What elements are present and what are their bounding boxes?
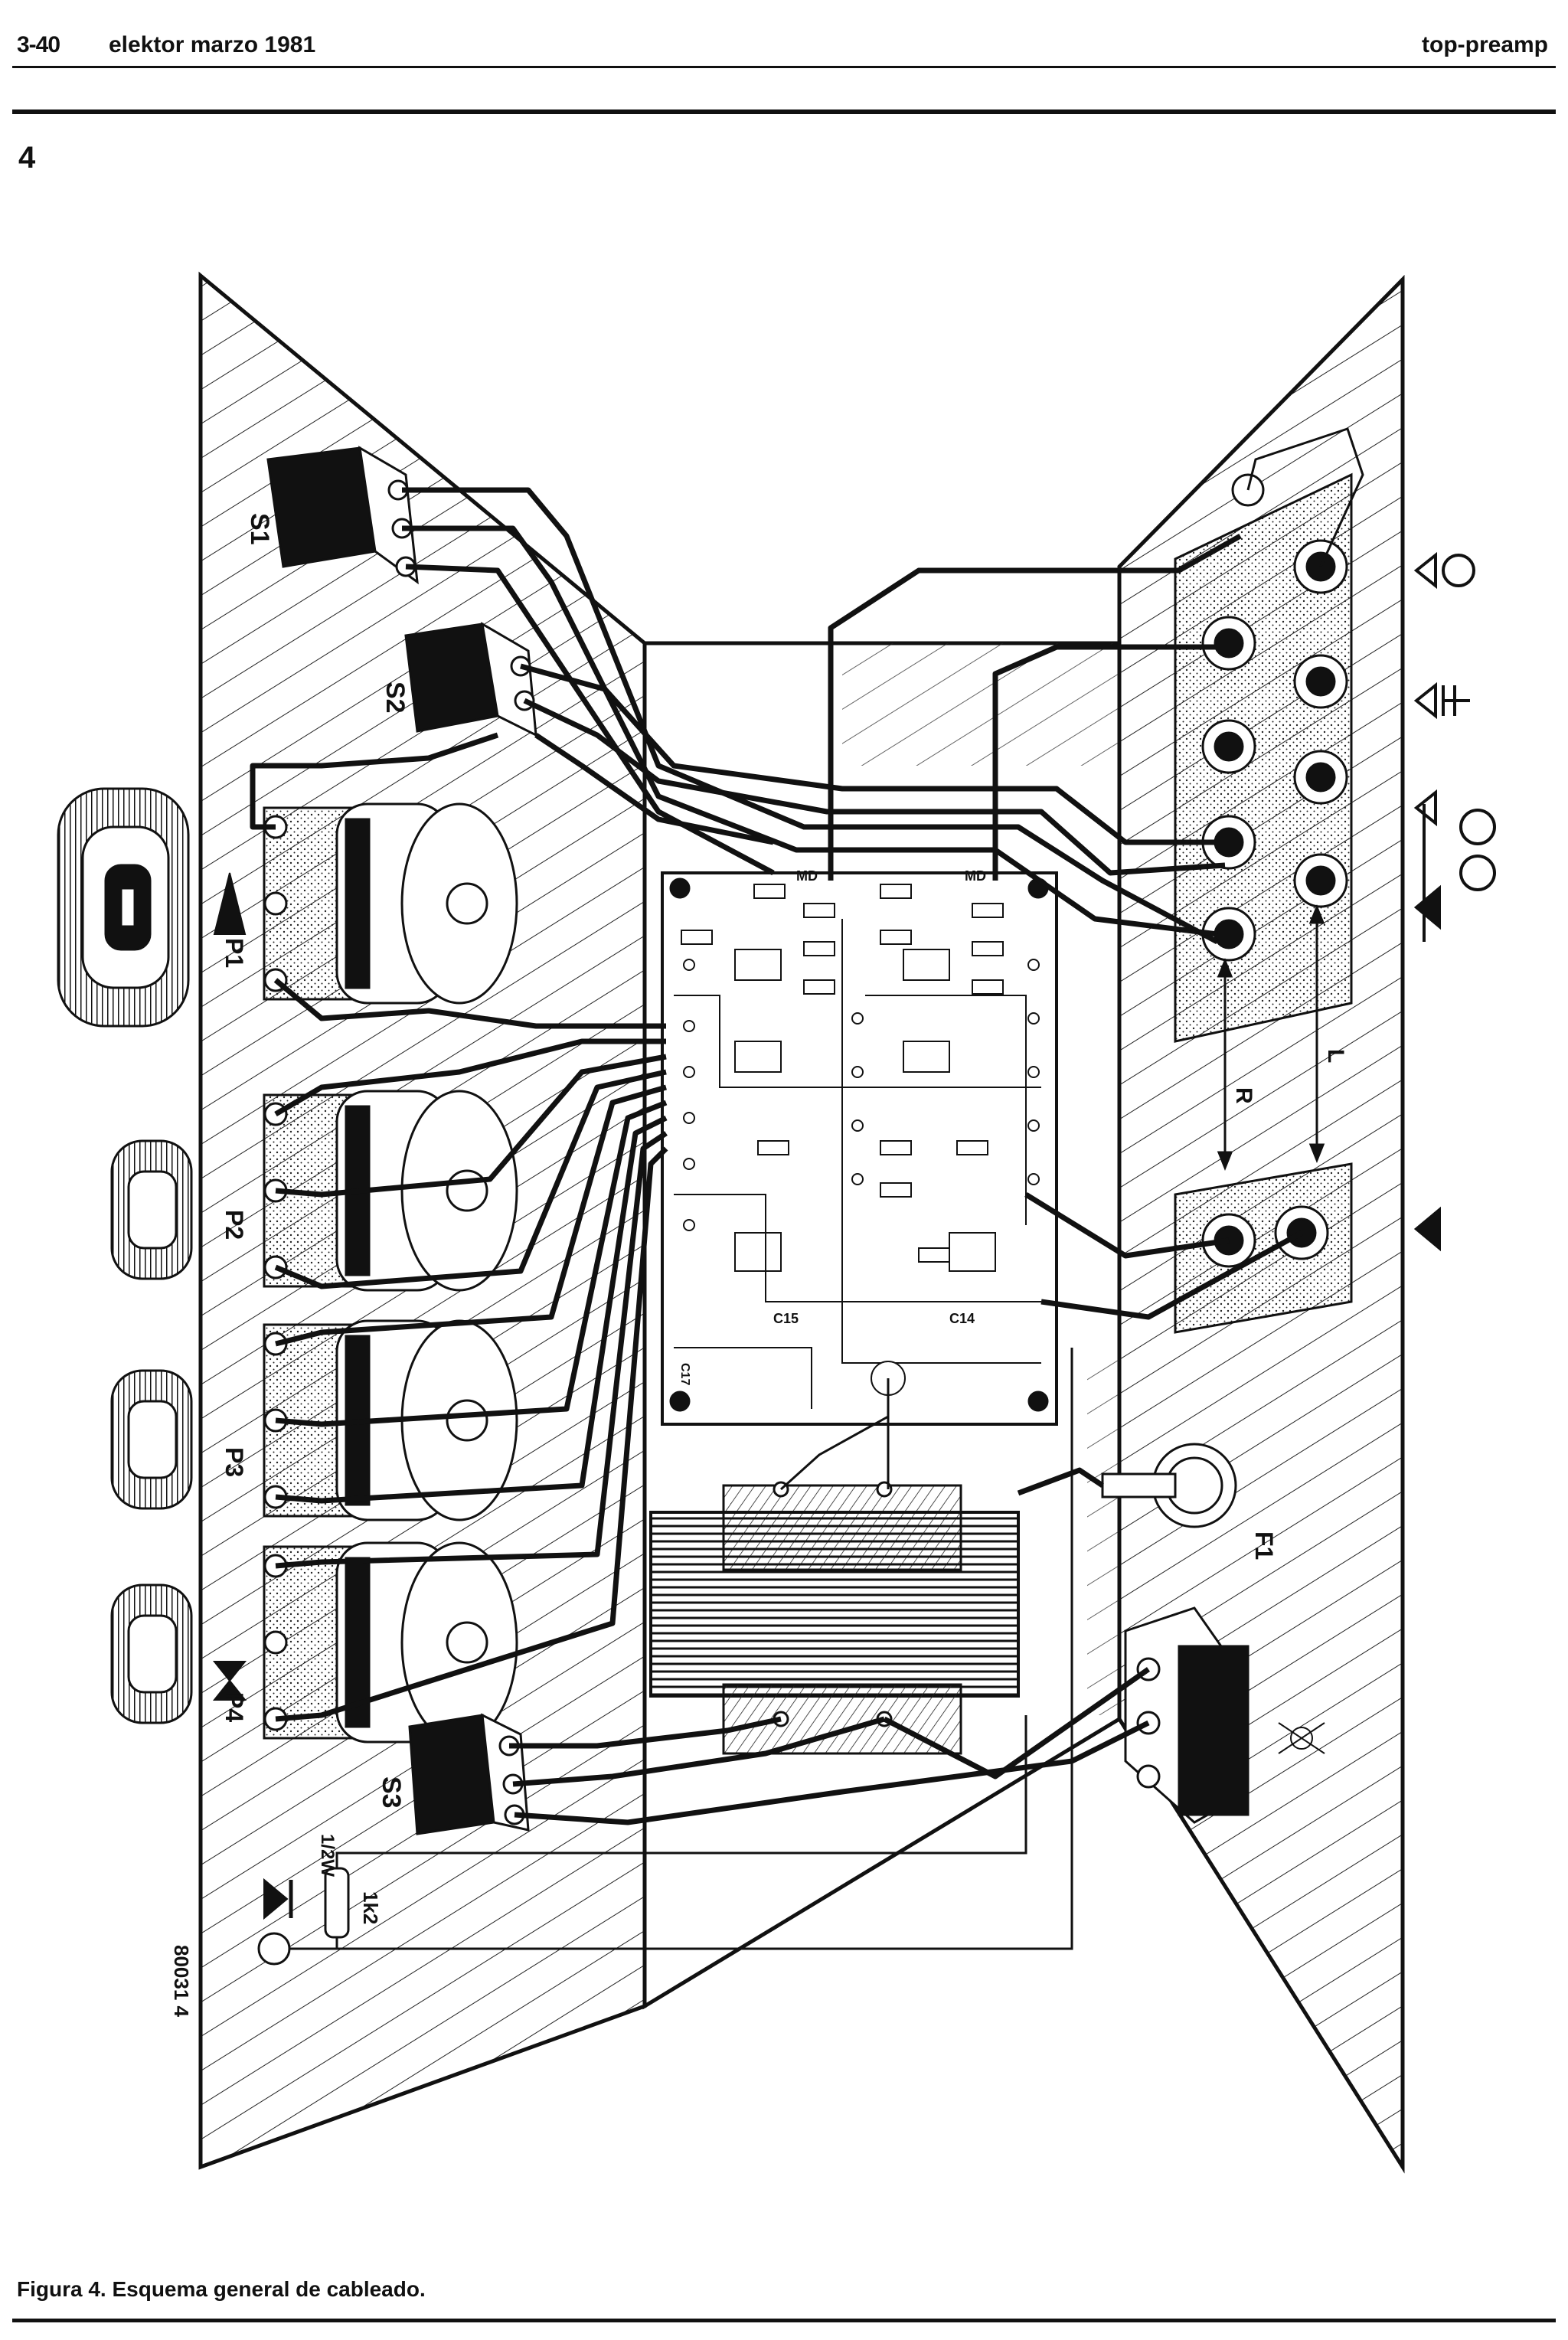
journal-title: elektor marzo 1981	[109, 32, 316, 57]
transformer	[649, 1481, 1020, 1755]
label-p1: P1	[220, 938, 248, 968]
label-s2: S2	[381, 681, 410, 714]
balance-icon	[212, 1661, 247, 1682]
label-p4: P4	[220, 1692, 248, 1722]
led-diode-icon	[263, 1878, 289, 1920]
potentiometer-p4	[263, 1541, 518, 1744]
output-symbol-icon	[1413, 884, 1441, 1252]
component-labels: S1 S2 S3 P1 P2 P3 P4 F1 R L 1k2 1/2W MD …	[170, 513, 1348, 2018]
label-s3: S3	[377, 1776, 406, 1809]
label-f1: F1	[1250, 1531, 1278, 1560]
front-knobs	[57, 787, 193, 1724]
section-title: top-preamp	[1422, 32, 1548, 57]
footer-rule	[12, 2319, 1556, 2322]
potentiometer-p1	[263, 802, 518, 1005]
pot-symbols	[212, 872, 1325, 1920]
wiring	[250, 487, 1303, 1825]
figure-caption: Figura 4. Esquema general de cableado.	[17, 2277, 426, 2301]
label-md-right: MD	[965, 868, 986, 884]
header-rule-thick	[12, 109, 1556, 114]
label-r: R	[1231, 1087, 1256, 1104]
figure-number: 4	[18, 141, 36, 175]
label-wattage: 1/2W	[317, 1834, 338, 1877]
channel-arrows	[1217, 904, 1325, 1172]
volume-wedge-icon	[213, 872, 247, 935]
headphone-symbol-icon	[1413, 551, 1475, 590]
label-s1: S1	[245, 513, 274, 545]
circuit-board	[661, 871, 1058, 1426]
switch-s3	[408, 1713, 530, 1835]
label-l: L	[1323, 1049, 1348, 1063]
rear-symbols	[1413, 551, 1496, 1252]
tape-symbol-icon	[1413, 789, 1496, 942]
label-c17: C17	[678, 1363, 691, 1385]
label-resistor: 1k2	[359, 1891, 382, 1924]
tuner-symbol-icon	[1413, 681, 1470, 720]
label-c15: C15	[773, 1311, 799, 1326]
header-rule	[12, 66, 1556, 68]
potentiometer-p3	[263, 1319, 518, 1521]
label-p2: P2	[220, 1210, 248, 1240]
label-md-left: MD	[796, 868, 818, 884]
label-c14: C14	[949, 1311, 975, 1326]
floor-hatching	[842, 643, 1118, 1715]
thin-wiring	[337, 427, 1364, 1950]
page-number: 3-40	[17, 32, 60, 57]
label-p3: P3	[220, 1447, 248, 1477]
fuse-and-mains	[1101, 1443, 1250, 1824]
rear-sockets	[1174, 472, 1353, 1334]
figure-code: 80031 4	[170, 1945, 193, 2018]
switch-s1	[266, 446, 419, 585]
switches	[266, 446, 537, 1835]
